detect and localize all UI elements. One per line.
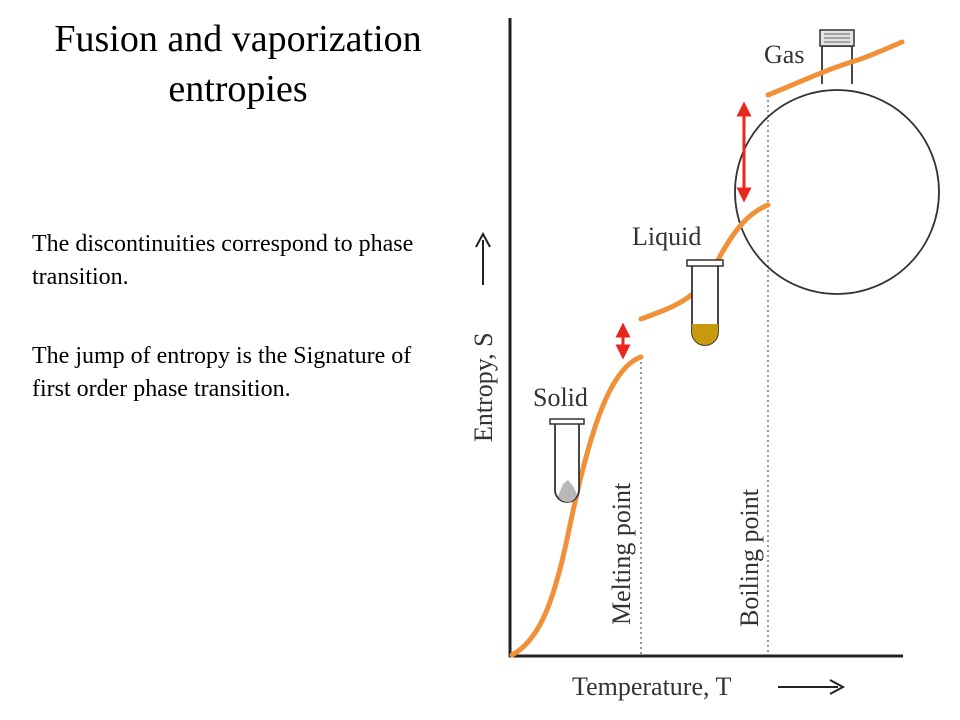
liquid-test-tube-icon [686, 259, 724, 346]
y-axis-arrow-icon [475, 231, 491, 285]
x-axis-label-group: Temperature, T [572, 672, 846, 701]
solid-entropy-curve [509, 354, 644, 658]
gas-label: Gas [764, 40, 804, 69]
gas-entropy-curve [765, 39, 905, 98]
paragraph-entropy-jump: The jump of entropy is the Signature of … [32, 343, 412, 402]
flask-icon [734, 29, 940, 295]
slide-title: Fusion and vaporization entropies [18, 14, 458, 114]
solid-label: Solid [533, 383, 588, 412]
x-axis-label: Temperature, T [572, 672, 732, 701]
solid-test-tube-icon [549, 418, 585, 503]
liquid-label: Liquid [632, 222, 701, 251]
y-axis-label: Entropy, S [469, 332, 498, 442]
title-line-2: entropies [168, 68, 308, 110]
y-axis-label-group: Entropy, S [469, 231, 498, 442]
boiling-point-label: Boiling point [735, 488, 764, 627]
melting-point-label: Melting point [607, 482, 636, 625]
x-axis-arrow-icon [778, 679, 846, 695]
title-line-1: Fusion and vaporization [54, 18, 422, 60]
paragraph-discontinuities: The discontinuities correspond to phase … [32, 231, 414, 290]
